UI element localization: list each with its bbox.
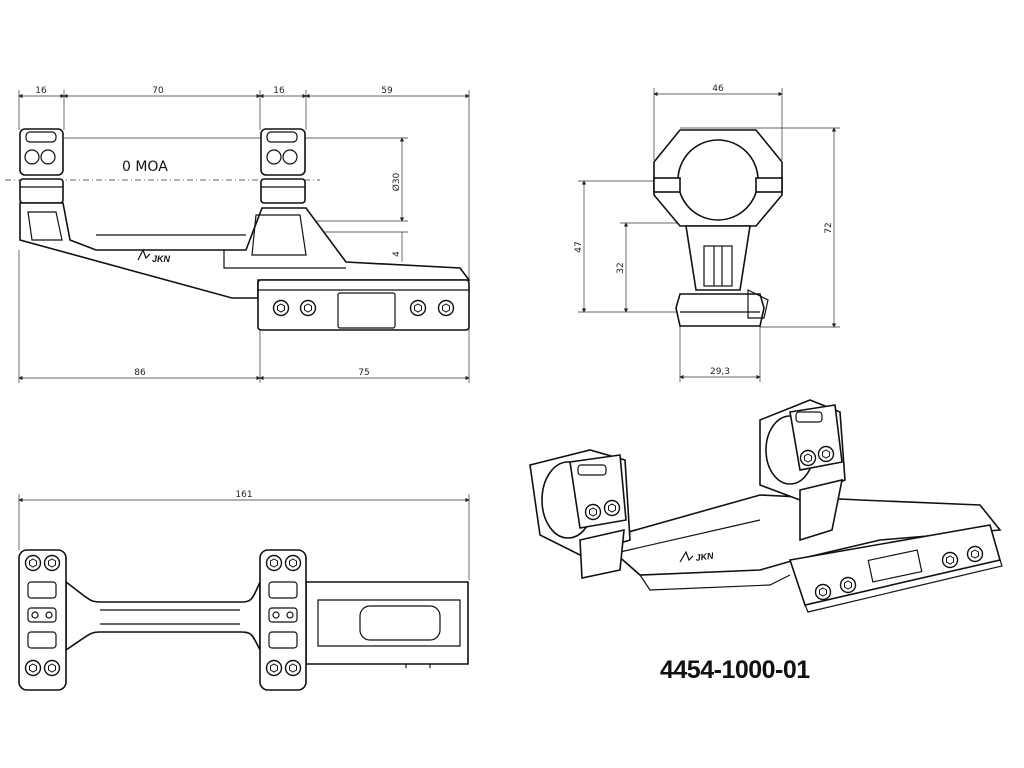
- dim-front-rail-height: 32: [616, 262, 626, 273]
- dim-side-bottom-1: 86: [134, 368, 146, 378]
- moa-label: 0 MOA: [122, 159, 168, 175]
- dim-side-4: 4: [392, 251, 402, 257]
- svg-text:JKN: JKN: [695, 551, 715, 563]
- dim-side-diameter: Ø30: [391, 172, 402, 191]
- dim-side-top-1: 16: [35, 86, 47, 96]
- dim-side-top-4: 59: [381, 86, 393, 96]
- isometric-view: JKN: [529, 399, 1003, 613]
- dim-side-bottom-2: 75: [358, 368, 369, 378]
- dim-front-center-height: 47: [574, 241, 584, 252]
- dim-front-height: 72: [824, 222, 834, 233]
- side-view: 16 70 16 59 86 75 Ø30 4 0 MOA: [5, 86, 471, 383]
- front-view: 46 72 47 32 29,3: [574, 84, 840, 382]
- brand-logo-iso: JKN: [679, 551, 715, 563]
- dim-side-top-3: 16: [273, 86, 285, 96]
- dim-side-top-2: 70: [152, 86, 164, 96]
- part-number: 4454-1000-01: [660, 656, 810, 684]
- dim-front-base-width: 29,3: [710, 367, 730, 377]
- dim-front-width: 46: [712, 84, 724, 94]
- brand-logo-side: JKN: [137, 248, 171, 264]
- svg-text:JKN: JKN: [152, 254, 171, 264]
- dim-top-length: 161: [235, 490, 252, 500]
- top-view: 161: [18, 490, 470, 691]
